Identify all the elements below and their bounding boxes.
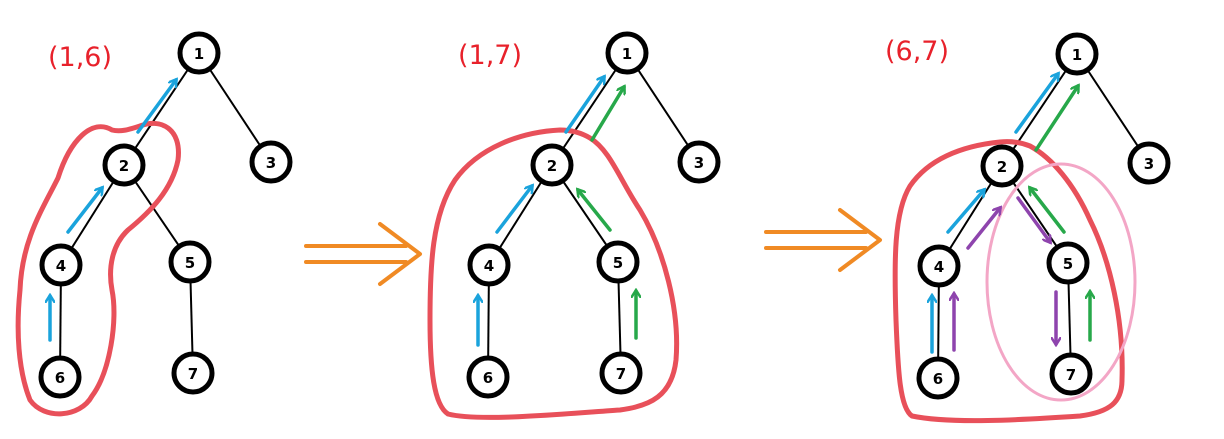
tree-node-5: 5 bbox=[1046, 241, 1090, 285]
tree-node-2: 2 bbox=[530, 143, 574, 187]
node-label: 4 bbox=[934, 258, 944, 276]
highlight-outline-path-6-7-2 bbox=[892, 139, 1125, 424]
node-label: 4 bbox=[56, 257, 66, 275]
tree-panel-3: (6,7) bbox=[885, 36, 1150, 379]
query-pair-label: (6,7) bbox=[885, 36, 949, 67]
tree-edge-1-3 bbox=[198, 52, 272, 163]
tree-edge-1-3 bbox=[626, 52, 700, 163]
tree-edge-1-2 bbox=[123, 52, 200, 166]
tree-node-1: 1 bbox=[1055, 32, 1099, 76]
node-label: 7 bbox=[616, 365, 626, 383]
query-pair-label: (1,6) bbox=[48, 42, 112, 73]
tree-node-3: 3 bbox=[677, 140, 721, 184]
node-label: 6 bbox=[483, 369, 493, 387]
tree-edge-1-3 bbox=[1076, 53, 1150, 164]
node-label: 7 bbox=[1066, 366, 1076, 384]
node-label: 2 bbox=[547, 157, 557, 175]
node-label: 5 bbox=[613, 254, 623, 272]
tree-node-2: 2 bbox=[980, 144, 1024, 188]
tree-node-7: 7 bbox=[599, 351, 643, 395]
node-label: 5 bbox=[1063, 255, 1073, 273]
node-label: 1 bbox=[1072, 46, 1082, 64]
node-label: 1 bbox=[622, 45, 632, 63]
tree-nodes-panel-3: 1 2 3 4 5 6 7 bbox=[916, 32, 1171, 400]
tree-node-7: 7 bbox=[171, 351, 215, 395]
step-arrow-2-to-1 bbox=[564, 77, 604, 134]
tree-node-3: 3 bbox=[249, 140, 293, 184]
node-label: 7 bbox=[188, 365, 198, 383]
step-arrow-2-to-1 bbox=[1014, 74, 1058, 134]
step-arrow-2-to-1 bbox=[590, 87, 624, 142]
tree-node-4: 4 bbox=[467, 243, 511, 287]
tree-node-3: 3 bbox=[1127, 141, 1171, 185]
query-pair-label: (1,7) bbox=[458, 40, 522, 71]
step-arrow-4-to-2-purple bbox=[966, 208, 1000, 250]
transition-double-arrow-right bbox=[764, 208, 882, 272]
step-arrow-5-to-2 bbox=[578, 190, 612, 232]
tree-node-1: 1 bbox=[177, 31, 221, 75]
tree-node-4: 4 bbox=[39, 243, 83, 287]
tree-node-1: 1 bbox=[605, 31, 649, 75]
node-label: 3 bbox=[694, 154, 704, 172]
tree-node-5: 5 bbox=[596, 240, 640, 284]
transition-double-arrow-right bbox=[304, 222, 422, 286]
node-label: 2 bbox=[119, 157, 129, 175]
tree-node-2: 2 bbox=[102, 143, 146, 187]
tree-edge-1-2 bbox=[1001, 53, 1078, 167]
node-label: 6 bbox=[55, 369, 65, 387]
step-arrow-4-to-2 bbox=[66, 188, 102, 234]
node-label: 4 bbox=[484, 257, 494, 275]
highlight-outline-path-6-7 bbox=[427, 127, 680, 420]
tree-node-5: 5 bbox=[168, 240, 212, 284]
step-arrow-4-to-2 bbox=[946, 190, 984, 234]
node-label: 1 bbox=[194, 45, 204, 63]
node-label: 5 bbox=[185, 254, 195, 272]
step-arrow-2-to-1 bbox=[1034, 86, 1078, 152]
node-label: 2 bbox=[997, 158, 1007, 176]
node-label: 6 bbox=[933, 370, 943, 388]
tree-panel-2: (1,7) bbox=[458, 40, 700, 378]
tree-nodes-panel-1: 1 2 3 4 5 6 7 bbox=[38, 31, 293, 399]
highlight-outline-path-6-to-1 bbox=[15, 120, 181, 417]
node-label: 3 bbox=[1144, 155, 1154, 173]
subtree-5-highlight-ellipse bbox=[985, 162, 1137, 402]
step-arrow-2-to-1 bbox=[136, 80, 176, 134]
tree-panel-1: (1,6) bbox=[48, 42, 272, 378]
step-arrow-4-to-2 bbox=[495, 186, 532, 234]
tree-node-4: 4 bbox=[917, 244, 961, 288]
tree-node-7: 7 bbox=[1049, 352, 1093, 396]
step-arrow-5-to-2 bbox=[1030, 188, 1066, 234]
tree-node-6: 6 bbox=[916, 356, 960, 400]
step-arrow-2-to-5-purple bbox=[1016, 196, 1050, 242]
tree-node-6: 6 bbox=[38, 355, 82, 399]
tree-node-6: 6 bbox=[466, 355, 510, 399]
tree-nodes-panel-2: 1 2 3 4 5 6 7 bbox=[466, 31, 721, 399]
tree-edge-1-2 bbox=[551, 52, 628, 166]
node-label: 3 bbox=[266, 154, 276, 172]
